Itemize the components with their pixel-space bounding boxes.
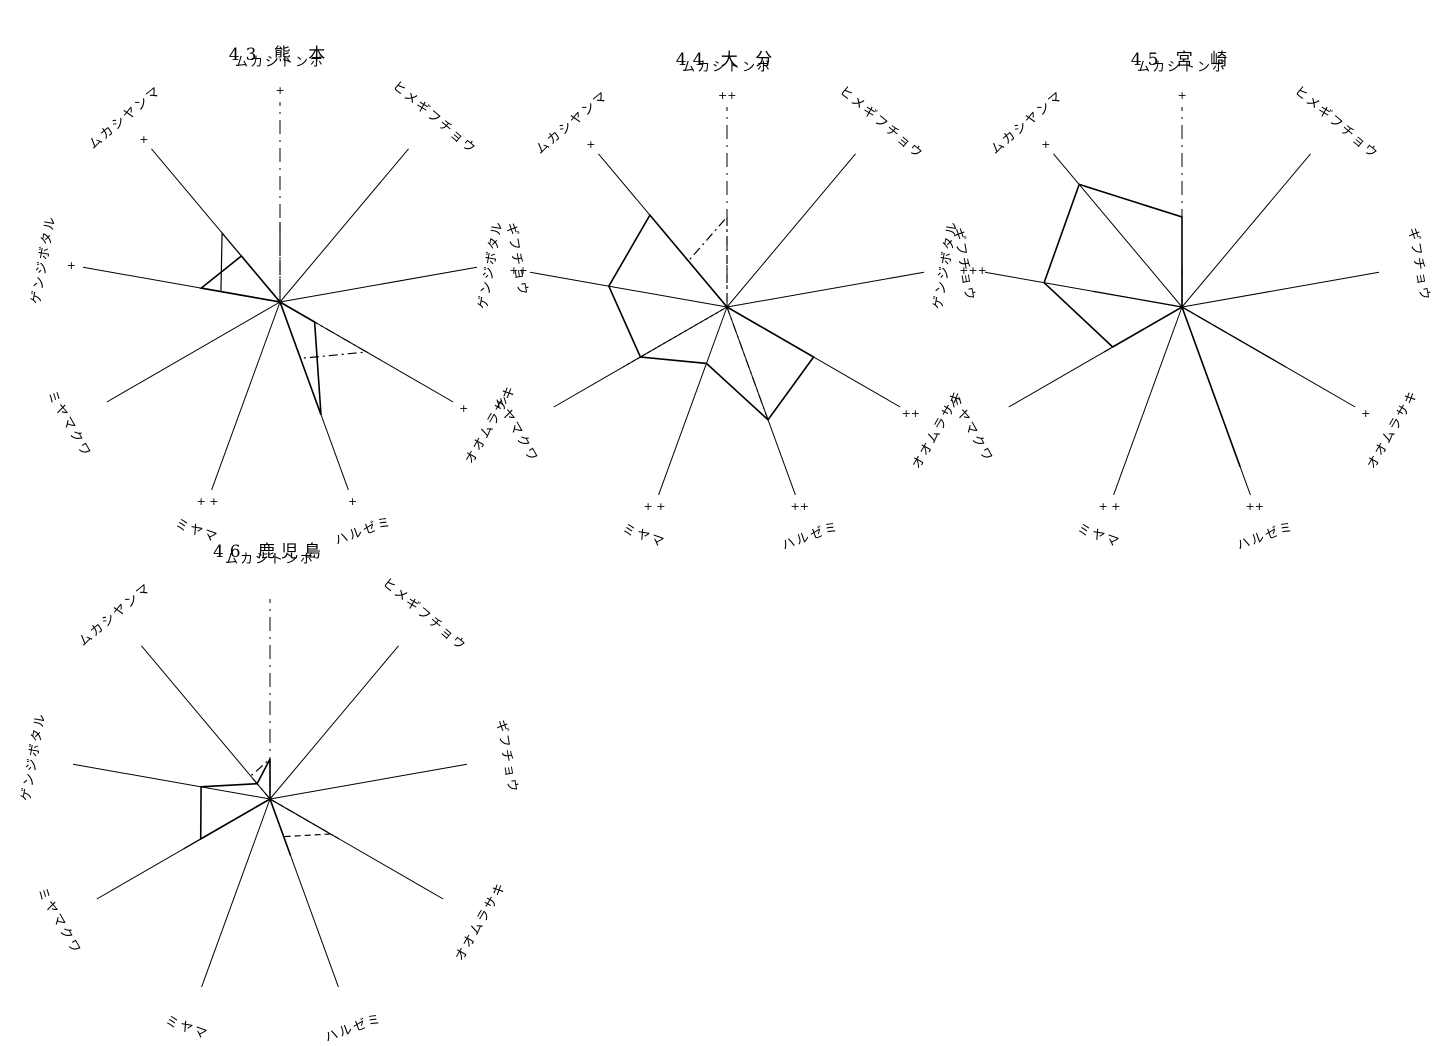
radar-svg: [72, 599, 468, 988]
radar-series-solid: [199, 758, 292, 856]
chart-title: 46 鹿児島: [212, 542, 328, 562]
radar-series-dashdot: [1103, 267, 1278, 363]
axis-line: [279, 148, 409, 303]
axis-label: ムカシトンボ: [1137, 59, 1228, 75]
radar-panel-kagoshima: 46 鹿児島ムカシトンボヒメギフチョウギフチョウオオムラサキハルゼミミヤマミヤマ…: [18, 537, 520, 1046]
axis-mark: +: [1177, 88, 1187, 102]
axis-line: [141, 645, 271, 800]
chart-title: 44 大 分: [675, 50, 779, 70]
axis-line: [726, 271, 925, 308]
axis-mark: ++: [790, 499, 809, 513]
axis-mark: +: [139, 133, 149, 147]
axis-line: [1113, 306, 1183, 496]
axis-line: [1053, 153, 1183, 308]
axis-line: [269, 645, 399, 800]
axis-mark: +: [275, 83, 285, 97]
radar-panel-miyazaki: 45 宮 崎ムカシトンボ+ヒメギフチョウギフチョウオオムラサキ+ハルゼミ++ミヤ…: [930, 45, 1432, 554]
axis-mark: + +: [196, 494, 219, 508]
chart-title: 43 熊 本: [228, 45, 332, 65]
axis-label: ムカシトンボ: [225, 551, 316, 567]
axis-mark: ++: [509, 263, 528, 277]
radar-svg: [529, 107, 925, 496]
radar-svg: [82, 102, 478, 491]
axis-mark: ++: [901, 406, 921, 420]
axis-mark: ++: [1245, 499, 1264, 513]
axis-line: [529, 271, 728, 308]
axis-line: [726, 153, 856, 308]
axis-line: [201, 798, 271, 988]
radar-series-solid: [1043, 183, 1241, 467]
axis-mark: + +: [643, 499, 666, 513]
axis-line: [279, 266, 478, 303]
axis-line: [72, 763, 271, 800]
axis-line: [1181, 153, 1311, 308]
axis-mark: +: [1041, 138, 1051, 152]
axis-mark: +: [348, 494, 358, 508]
radar-series-solid: [607, 213, 815, 421]
axis-mark: +: [66, 258, 76, 272]
radar-series-dashdot: [183, 757, 340, 850]
axis-mark: + +: [1098, 499, 1121, 513]
axis-line: [658, 306, 728, 496]
radar-series-solid: [1093, 290, 1287, 368]
radar-series-dotted: [622, 306, 728, 368]
axis-line: [1181, 271, 1380, 308]
axis-label: ムカシトンボ: [682, 59, 773, 75]
radar-panel-oita: 44 大 分ムカシトンボ++ヒメギフチョウギフチョウオオムラサキ++ハルゼミ++…: [475, 45, 977, 554]
axis-mark: +: [1361, 406, 1371, 420]
axis-line: [269, 763, 468, 800]
axis-mark: +: [586, 138, 596, 152]
radar-series-solid: [220, 231, 282, 303]
axis-line: [211, 301, 281, 491]
axis-mark: +++: [959, 263, 987, 277]
chart-title: 45 宮 崎: [1130, 50, 1234, 70]
radar-series-dashdot: [220, 222, 369, 360]
radar-series-dashed: [183, 798, 333, 850]
radar-svg: [984, 107, 1380, 496]
axis-line: [106, 301, 281, 403]
axis-mark: +: [459, 401, 469, 415]
axis-mark: ++: [718, 88, 737, 102]
radar-panel-kumamoto: 43 熊 本ムカシトンボ+ヒメギフチョウギフチョウオオムラサキ+ハルゼミ+ミヤマ…: [28, 40, 530, 549]
axis-label: ムカシトンボ: [235, 54, 326, 70]
